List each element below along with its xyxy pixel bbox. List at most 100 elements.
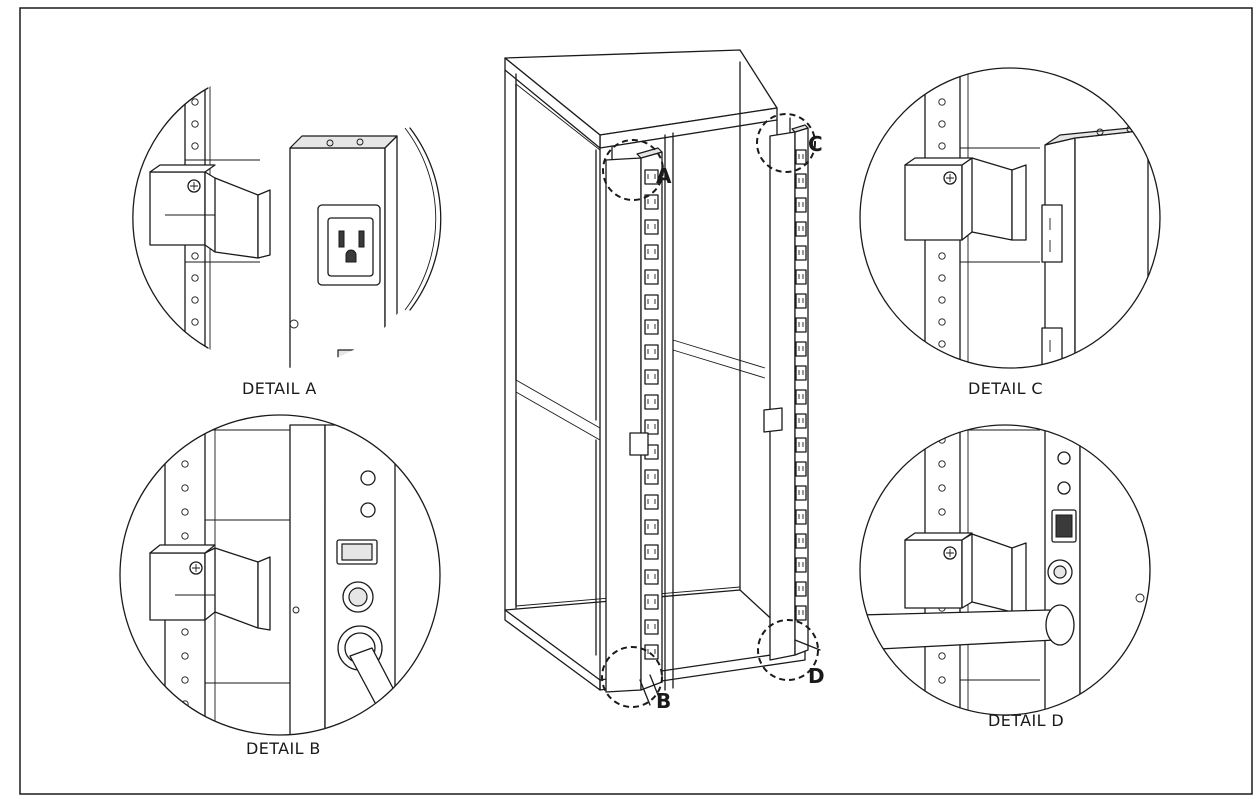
rack-outlet bbox=[795, 533, 807, 549]
page-border bbox=[19, 7, 1253, 795]
rail-hole bbox=[181, 436, 189, 444]
rack-outlet bbox=[795, 437, 807, 453]
outlet-column-right bbox=[795, 149, 807, 621]
callout-c: C bbox=[756, 113, 823, 173]
rail-hole bbox=[938, 120, 946, 128]
rack-outlet bbox=[795, 149, 807, 165]
rail-hole bbox=[191, 98, 199, 106]
rail-hole bbox=[938, 340, 946, 348]
rack-outlet bbox=[795, 317, 807, 333]
rack-outlet bbox=[795, 221, 807, 237]
rail-hole bbox=[181, 532, 189, 540]
power-cord-icon bbox=[860, 604, 1075, 651]
rail-hole bbox=[938, 98, 946, 106]
rack-outlet bbox=[644, 519, 659, 535]
outlet-icon bbox=[317, 204, 381, 286]
rail-hole bbox=[181, 484, 189, 492]
rail-hole bbox=[181, 652, 189, 660]
rail-hole bbox=[938, 296, 946, 304]
detail-b-caption: DETAIL B bbox=[246, 739, 321, 758]
rail-hole bbox=[191, 296, 199, 304]
rail-hole bbox=[181, 508, 189, 516]
rack-outlet bbox=[644, 244, 659, 260]
rack-outlet bbox=[644, 219, 659, 235]
circuit-breaker-icon bbox=[342, 581, 374, 613]
rack-outlet bbox=[644, 569, 659, 585]
rail-hole bbox=[181, 724, 189, 732]
rail-hole bbox=[191, 120, 199, 128]
rack-outlet bbox=[795, 293, 807, 309]
callout-a: A bbox=[602, 139, 672, 201]
rack-outlet bbox=[644, 394, 659, 410]
rack-outlet bbox=[795, 269, 807, 285]
outlet-icon bbox=[1041, 204, 1063, 263]
rail-hole bbox=[938, 274, 946, 282]
rack-outlet bbox=[644, 169, 659, 185]
rack-outlet bbox=[644, 619, 659, 635]
callout-b-letter: B bbox=[656, 689, 671, 713]
rail-hole bbox=[181, 676, 189, 684]
rack-outlet bbox=[795, 557, 807, 573]
rack-outlet bbox=[795, 485, 807, 501]
rail-hole bbox=[938, 460, 946, 468]
rack-outlet bbox=[795, 197, 807, 213]
detail-c-view: DETAIL C bbox=[859, 67, 1161, 398]
detail-c-caption: DETAIL C bbox=[968, 379, 1043, 398]
rail-hole bbox=[191, 76, 199, 84]
rail-hole bbox=[938, 142, 946, 150]
rack-outlet bbox=[644, 294, 659, 310]
rail-hole bbox=[191, 362, 199, 368]
rack-outlet bbox=[795, 245, 807, 261]
rack-outlet bbox=[795, 461, 807, 477]
detail-d-caption: DETAIL D bbox=[988, 711, 1064, 730]
outlet-icon bbox=[1041, 327, 1063, 368]
power-switch-icon bbox=[1051, 509, 1077, 543]
rack-outlet bbox=[644, 194, 659, 210]
rack-outlet bbox=[644, 594, 659, 610]
rack-outlet bbox=[795, 173, 807, 189]
detail-b-view: DETAIL B bbox=[119, 414, 441, 758]
rail-hole bbox=[191, 274, 199, 282]
rack-outlet bbox=[644, 644, 659, 660]
rack-cabinet bbox=[504, 49, 821, 706]
detail-d-view: DETAIL D bbox=[859, 424, 1151, 730]
rack-outlet bbox=[795, 389, 807, 405]
rack-outlet bbox=[644, 319, 659, 335]
circuit-breaker-icon bbox=[1047, 559, 1073, 585]
rack-outlet bbox=[644, 369, 659, 385]
rail-hole bbox=[938, 252, 946, 260]
rack-outlet bbox=[644, 469, 659, 485]
rail-hole bbox=[938, 362, 946, 368]
callout-a-letter: A bbox=[656, 164, 672, 188]
outlet-column-left bbox=[644, 169, 659, 660]
rack-outlet bbox=[795, 605, 807, 621]
rail-hole bbox=[938, 484, 946, 492]
rack-outlet bbox=[644, 494, 659, 510]
callout-d: D bbox=[757, 619, 825, 688]
callout-c-letter: C bbox=[808, 132, 823, 156]
rack-outlet bbox=[644, 344, 659, 360]
rack-outlet bbox=[795, 413, 807, 429]
rack-outlet bbox=[795, 581, 807, 597]
rail-hole bbox=[181, 460, 189, 468]
detail-a-view: DETAIL A bbox=[132, 68, 442, 398]
rail-hole bbox=[938, 318, 946, 326]
rail-hole bbox=[181, 628, 189, 636]
callout-b: B bbox=[601, 646, 671, 713]
rack-outlet bbox=[644, 544, 659, 560]
rail-hole bbox=[191, 252, 199, 260]
rack-outlet bbox=[644, 419, 659, 435]
rail-hole bbox=[938, 508, 946, 516]
callout-d-letter: D bbox=[808, 664, 825, 688]
rail-hole bbox=[191, 318, 199, 326]
detail-a-caption: DETAIL A bbox=[242, 379, 317, 398]
rack-outlet bbox=[795, 341, 807, 357]
rack-outlet bbox=[795, 365, 807, 381]
rack-outlet bbox=[644, 269, 659, 285]
rack-outlet bbox=[795, 509, 807, 525]
rail-hole bbox=[191, 142, 199, 150]
power-switch-icon bbox=[336, 539, 378, 565]
rail-hole bbox=[938, 652, 946, 660]
rail-hole bbox=[938, 76, 946, 84]
